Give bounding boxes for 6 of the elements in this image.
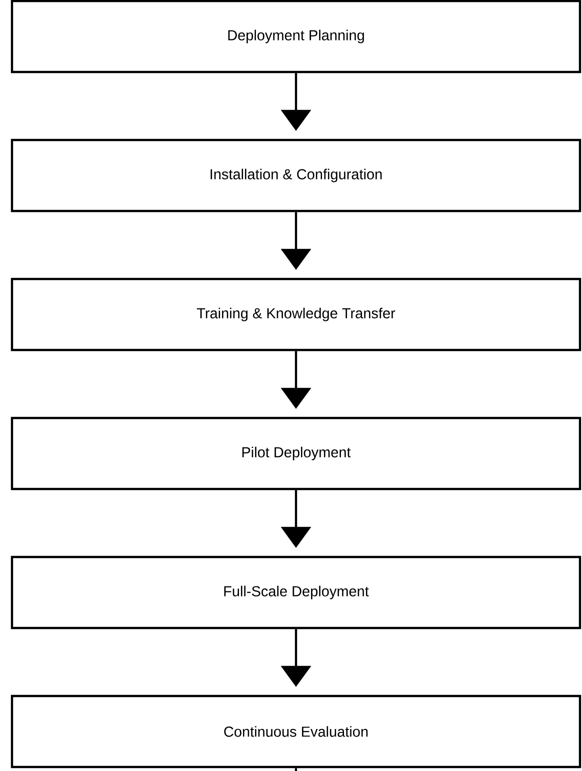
process-box: Full-Scale Deployment bbox=[10, 556, 582, 630]
process-box: Training & Knowledge Transfer bbox=[10, 278, 582, 352]
process-box: Deployment Planning bbox=[10, 0, 582, 74]
process-box: Installation & Configuration bbox=[10, 138, 582, 212]
process-box: Continuous Evaluation bbox=[10, 694, 582, 768]
process-box: Pilot Deployment bbox=[10, 416, 582, 490]
